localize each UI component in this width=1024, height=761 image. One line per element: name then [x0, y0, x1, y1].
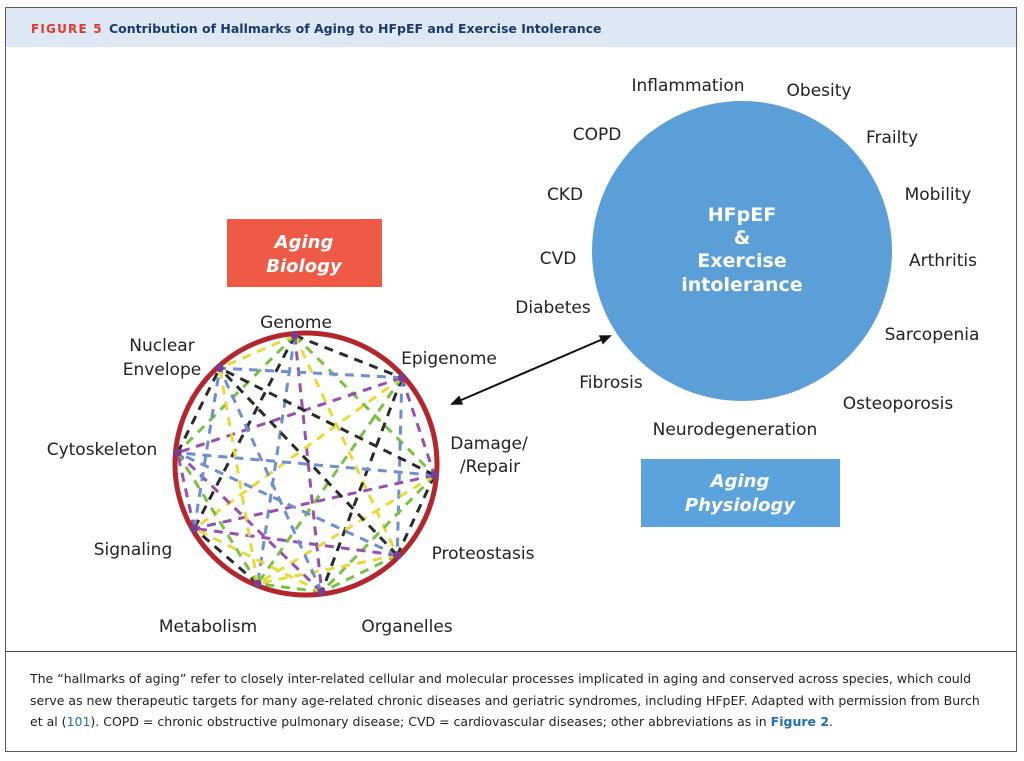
hfpef-center-line-4: intolerance: [681, 274, 802, 296]
link-epigenome-proteostasis: [395, 377, 404, 556]
nuclear-envelope-label-2: Envelope: [123, 360, 201, 380]
node-signaling: [190, 524, 199, 533]
figure-frame: FIGURE 5 Contribution of Hallmarks of Ag…: [5, 7, 1017, 752]
aging-physiology-label-2: Physiology: [685, 495, 796, 516]
caption-reference-link[interactable]: 101: [66, 714, 91, 729]
bidirectional-arrow: [450, 335, 612, 405]
figure-caption: The “hallmarks of aging” refer to closel…: [30, 668, 990, 733]
link-epigenome-nuclear-envelope: [219, 366, 402, 380]
caption-text-1: The “hallmarks of aging” refer to closel…: [30, 671, 980, 729]
node-proteostasis: [393, 551, 402, 560]
link-damage-repair-cytoskeleton: [177, 451, 435, 477]
mobility-label: Mobility: [905, 185, 972, 205]
node-metabolism: [253, 579, 262, 588]
node-genome: [290, 331, 299, 340]
link-genome-organelles: [293, 335, 324, 593]
link-genome-metabolism: [256, 335, 297, 584]
frailty-label: Frailty: [866, 128, 918, 148]
link-epigenome-metabolism: [256, 376, 404, 585]
nuclear-envelope-label-1: Nuclear: [129, 336, 194, 356]
figure-header: FIGURE 5 Contribution of Hallmarks of Ag…: [6, 8, 1016, 47]
node-epigenome: [397, 373, 406, 382]
hallmark-links: [176, 334, 436, 594]
caption-text-3: .: [829, 714, 834, 729]
aging-biology-label-1: Aging: [273, 232, 334, 253]
link-damage-repair-metabolism: [256, 473, 436, 585]
arthritis-label: Arthritis: [909, 251, 977, 271]
aging-physiology-label-1: Aging: [709, 471, 770, 492]
link-damage-repair-nuclear-envelope: [219, 366, 436, 477]
hallmarks-ring: [172, 330, 440, 598]
signaling-label: Signaling: [94, 540, 173, 560]
link-organelles-signaling: [193, 527, 323, 594]
obesity-label: Obesity: [787, 81, 852, 101]
damage-repair-label-1: Damage/: [450, 434, 528, 454]
node-cytoskeleton: [173, 448, 182, 457]
link-genome-cytoskeleton: [176, 334, 296, 454]
diabetes-label: Diabetes: [515, 298, 591, 318]
sarcopenia-label: Sarcopenia: [885, 325, 980, 345]
link-proteostasis-cytoskeleton: [176, 451, 398, 557]
link-epigenome-signaling: [193, 376, 403, 530]
hallmark-nodes: [173, 331, 439, 597]
hfpef-circle: [592, 101, 892, 401]
link-damage-repair-organelles: [320, 474, 436, 594]
figure-title: Contribution of Hallmarks of Aging to HF…: [109, 21, 602, 36]
link-genome-epigenome: [294, 334, 403, 380]
cytoskeleton-label: Cytoskeleton: [47, 440, 158, 460]
hfpef-center-line-1: HFpEF: [708, 204, 776, 226]
osteoporosis-label: Osteoporosis: [843, 394, 954, 414]
link-signaling-nuclear-envelope: [192, 367, 222, 529]
link-proteostasis-signaling: [194, 527, 398, 557]
hfpef-center-line-3: Exercise: [697, 250, 786, 272]
organelles-label: Organelles: [361, 617, 452, 637]
fibrosis-label: Fibrosis: [579, 373, 643, 393]
genome-label: Genome: [260, 313, 332, 333]
inflammation-label: Inflammation: [631, 76, 744, 96]
link-genome-damage-repair: [293, 334, 436, 477]
link-genome-proteostasis: [293, 334, 399, 556]
link-epigenome-organelles: [320, 377, 404, 593]
node-nuclear-envelope: [215, 364, 224, 373]
damage-repair-label-2: /Repair: [460, 457, 520, 477]
link-genome-signaling: [192, 334, 297, 530]
link-organelles-metabolism: [257, 582, 322, 594]
node-damage-repair: [430, 471, 439, 480]
link-proteostasis-organelles: [321, 553, 398, 594]
node-organelles: [317, 588, 326, 597]
link-epigenome-cytoskeleton: [177, 376, 403, 455]
link-genome-nuclear-envelope: [219, 334, 296, 370]
caption-figure-link[interactable]: Figure 2: [770, 714, 830, 729]
caption-text-2: ). COPD = chronic obstructive pulmonary …: [90, 714, 771, 729]
caption-divider: [6, 651, 1016, 652]
copd-label: COPD: [573, 125, 622, 145]
proteostasis-label: Proteostasis: [432, 544, 535, 564]
figure-label: FIGURE 5: [31, 22, 103, 36]
hallmarks-diagram: Aging Biology Genome Nuclear Envelope Ep…: [47, 76, 980, 637]
aging-physiology-box: [641, 459, 840, 527]
aging-biology-label-2: Biology: [266, 256, 343, 277]
link-proteostasis-metabolism: [257, 553, 398, 586]
link-metabolism-nuclear-envelope: [218, 367, 260, 584]
link-signaling-cytoskeleton: [176, 452, 196, 529]
link-epigenome-damage-repair: [400, 377, 436, 476]
aging-biology-box: [227, 219, 382, 287]
epigenome-label: Epigenome: [401, 349, 497, 369]
neurodegeneration-label: Neurodegeneration: [653, 420, 818, 440]
hfpef-center-line-2: &: [734, 227, 751, 249]
metabolism-label: Metabolism: [159, 617, 257, 637]
link-metabolism-signaling: [193, 527, 259, 585]
link-proteostasis-nuclear-envelope: [218, 367, 399, 557]
cvd-label: CVD: [540, 249, 577, 269]
ckd-label: CKD: [547, 185, 583, 205]
